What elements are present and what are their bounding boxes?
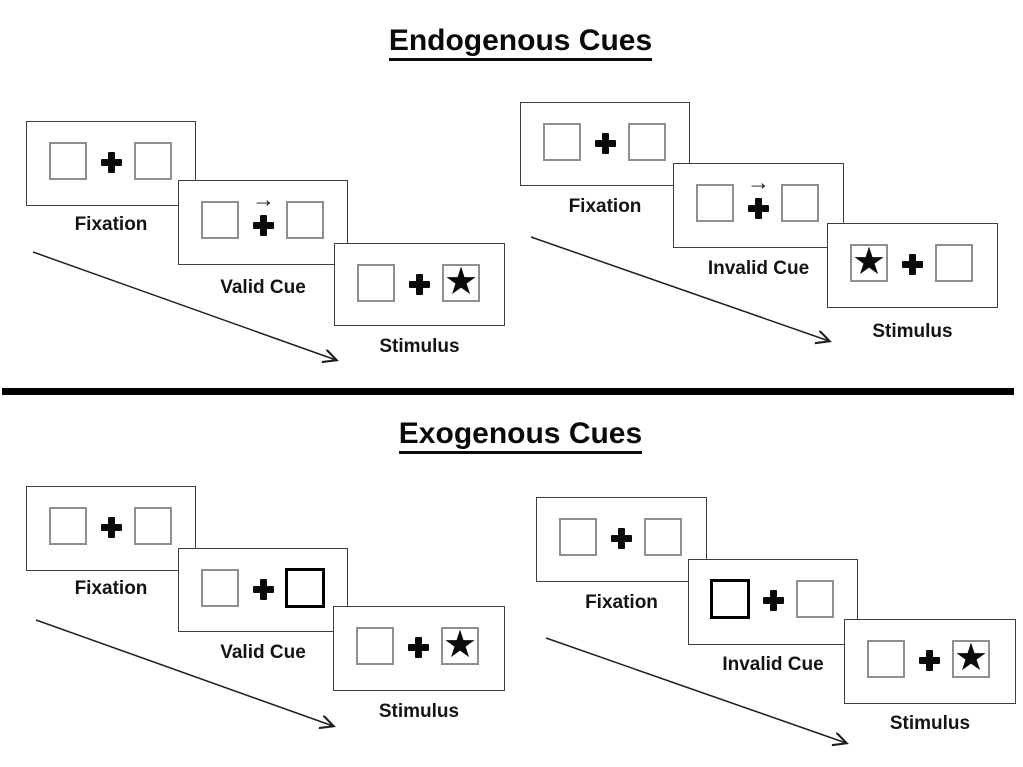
right-box xyxy=(134,507,172,545)
left-box xyxy=(49,142,87,180)
left-box-cue-highlight xyxy=(710,579,750,619)
section-title-text: Exogenous Cues xyxy=(398,417,643,454)
right-box xyxy=(134,142,172,180)
timeline-arrow-exogenous-valid xyxy=(35,619,333,726)
panel-valid-cue-endogenous: → xyxy=(178,180,348,265)
right-box xyxy=(781,184,819,222)
panel-fixation-endogenous-valid xyxy=(26,121,196,206)
panel-stimulus-endogenous-valid: ★ xyxy=(334,243,505,326)
right-box-with-target: ★ xyxy=(442,260,480,303)
left-box xyxy=(357,264,395,302)
panel-stimulus-endogenous-invalid: ★ xyxy=(827,223,998,308)
left-box xyxy=(559,518,597,556)
panel-fixation-exogenous-invalid xyxy=(536,497,707,582)
panel-invalid-cue-endogenous: → xyxy=(673,163,844,248)
section-title-exogenous: Exogenous Cues xyxy=(0,417,1023,454)
fixation-cross-icon xyxy=(902,254,923,275)
target-star-icon: ★ xyxy=(953,636,989,679)
left-box xyxy=(201,201,239,239)
left-box xyxy=(867,640,905,678)
panel-label-invalid-cue: Invalid Cue xyxy=(707,258,810,279)
right-box xyxy=(628,123,666,161)
fixation-cross-icon xyxy=(611,528,632,549)
panel-label-stimulus: Stimulus xyxy=(379,336,460,357)
target-star-icon: ★ xyxy=(851,240,887,283)
fixation-cross-icon xyxy=(763,590,784,611)
fixation-cross-icon xyxy=(919,650,940,671)
fixation-cross-icon xyxy=(748,198,769,219)
cue-arrow-right-icon: → xyxy=(747,169,770,195)
panel-label-fixation: Fixation xyxy=(585,592,658,613)
section-title-text: Endogenous Cues xyxy=(388,24,653,61)
panel-label-invalid-cue: Invalid Cue xyxy=(722,654,824,675)
right-box xyxy=(935,244,973,282)
target-star-icon: ★ xyxy=(442,623,478,666)
panel-label-valid-cue: Valid Cue xyxy=(220,642,306,663)
panel-fixation-exogenous-valid xyxy=(26,486,196,571)
fixation-cross-icon xyxy=(409,274,430,295)
right-box xyxy=(796,580,834,618)
right-box xyxy=(286,201,324,239)
left-box xyxy=(543,123,581,161)
left-box xyxy=(201,569,239,607)
panel-stimulus-exogenous-valid: ★ xyxy=(333,606,505,691)
right-box-with-target: ★ xyxy=(441,623,479,666)
panel-label-fixation: Fixation xyxy=(74,578,148,599)
timeline-arrow-endogenous-invalid xyxy=(530,236,829,341)
right-box-cue-highlight xyxy=(285,568,325,608)
panel-label-stimulus: Stimulus xyxy=(872,321,953,342)
fixation-cross-icon xyxy=(595,133,616,154)
panel-label-stimulus: Stimulus xyxy=(889,713,971,734)
right-box xyxy=(644,518,682,556)
target-star-icon: ★ xyxy=(443,260,479,303)
fixation-cross-icon xyxy=(101,517,122,538)
timeline-arrow-endogenous-valid xyxy=(32,251,336,360)
panel-valid-cue-exogenous xyxy=(178,548,348,632)
fixation-cross-icon xyxy=(253,215,274,236)
cue-arrow-right-icon: → xyxy=(252,186,275,212)
section-divider xyxy=(2,388,1014,395)
right-box-with-target: ★ xyxy=(952,636,990,679)
panel-fixation-endogenous-invalid xyxy=(520,102,690,186)
panel-label-fixation: Fixation xyxy=(74,214,148,235)
fixation-cross-icon xyxy=(253,579,274,600)
left-box xyxy=(696,184,734,222)
left-box xyxy=(356,627,394,665)
left-box xyxy=(49,507,87,545)
section-title-endogenous: Endogenous Cues xyxy=(0,24,1023,61)
left-box-with-target: ★ xyxy=(850,240,888,283)
panel-label-fixation: Fixation xyxy=(568,196,642,217)
panel-label-valid-cue: Valid Cue xyxy=(220,277,306,298)
panel-stimulus-exogenous-invalid: ★ xyxy=(844,619,1016,704)
fixation-cross-icon xyxy=(408,637,429,658)
panel-invalid-cue-exogenous xyxy=(688,559,858,645)
fixation-cross-icon xyxy=(101,152,122,173)
panel-label-stimulus: Stimulus xyxy=(378,701,460,722)
